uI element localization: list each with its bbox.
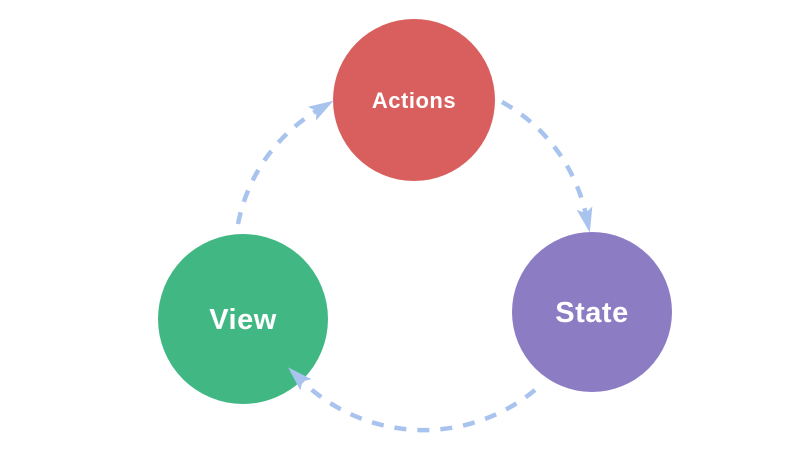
node-state: State: [512, 232, 672, 392]
actions-label: Actions: [372, 88, 456, 113]
arrow-view-to-actions: [235, 100, 334, 225]
view-label: View: [209, 304, 277, 336]
state-label: State: [555, 297, 628, 329]
flow-arrows: [235, 100, 593, 433]
arrow-state-to-view: [288, 367, 537, 433]
arrow-actions-to-state: [500, 100, 593, 233]
state-circle: [512, 232, 672, 392]
node-actions: Actions: [333, 19, 495, 181]
actions-circle: [333, 19, 495, 181]
node-view: View: [158, 234, 328, 404]
view-circle: [158, 234, 328, 404]
